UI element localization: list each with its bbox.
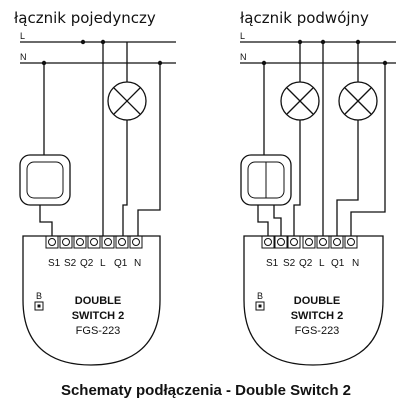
b-button-dot — [258, 304, 262, 308]
terminal-label-l: L — [100, 258, 106, 269]
q1-wire — [122, 120, 128, 236]
junction-dot — [80, 39, 86, 45]
q1-wire — [336, 120, 359, 236]
terminal-label-q2: Q2 — [299, 258, 313, 269]
terminal-block — [45, 235, 143, 249]
device-name-line-2: SWITCH 2 — [291, 310, 344, 322]
double-switch-title: łącznik podwójny — [240, 9, 369, 27]
q2-wire — [293, 120, 301, 236]
terminal-label-q1: Q1 — [331, 258, 345, 269]
b-button-label: B — [36, 291, 42, 301]
b-button — [255, 301, 265, 311]
terminal-label-n: N — [134, 258, 141, 269]
module-body — [243, 235, 384, 366]
junction-dot — [355, 39, 361, 45]
double-switch-diagram: łącznik podwójny L N — [240, 9, 396, 366]
b-button — [34, 301, 44, 311]
terminal-block — [261, 235, 358, 249]
lamp-icon — [102, 42, 147, 236]
s1-wire — [39, 205, 53, 236]
terminal-label-s2: S2 — [283, 258, 296, 269]
b-button-label: B — [257, 291, 263, 301]
s2-wire — [273, 205, 282, 236]
n-wire — [137, 63, 161, 236]
diagram-caption: Schematy podłączenia - Double Switch 2 — [61, 382, 351, 399]
single-switch-title: łącznik pojedynczy — [14, 9, 156, 27]
line-l-label: L — [240, 31, 245, 41]
double-wall-switch-icon — [240, 154, 292, 206]
terminal-label-s1: S1 — [48, 258, 61, 269]
terminal-label-q1: Q1 — [114, 258, 128, 269]
wall-switch-icon — [19, 154, 71, 206]
device-name-line-1: DOUBLE — [75, 295, 121, 307]
terminal-label-s1: S1 — [266, 258, 279, 269]
line-n-label: N — [20, 52, 27, 62]
device-name-line-2: SWITCH 2 — [72, 310, 125, 322]
b-button-dot — [37, 304, 41, 308]
terminal-label-n: N — [352, 258, 359, 269]
device-name-line-1: DOUBLE — [294, 295, 340, 307]
line-l-label: L — [20, 31, 25, 41]
n-wire — [350, 63, 386, 236]
single-switch-diagram: łącznik pojedynczy L N — [14, 9, 176, 366]
line-n-label: N — [240, 52, 247, 62]
terminal-label-q2: Q2 — [80, 258, 94, 269]
s1-wire — [257, 205, 269, 236]
lamp-icon — [338, 42, 378, 121]
terminal-label-s2: S2 — [64, 258, 77, 269]
terminal-label-l: L — [319, 258, 325, 269]
device-model: FGS-223 — [295, 325, 340, 337]
device-model: FGS-223 — [76, 325, 121, 337]
module-body — [22, 235, 161, 366]
lamp-icon — [280, 42, 320, 121]
